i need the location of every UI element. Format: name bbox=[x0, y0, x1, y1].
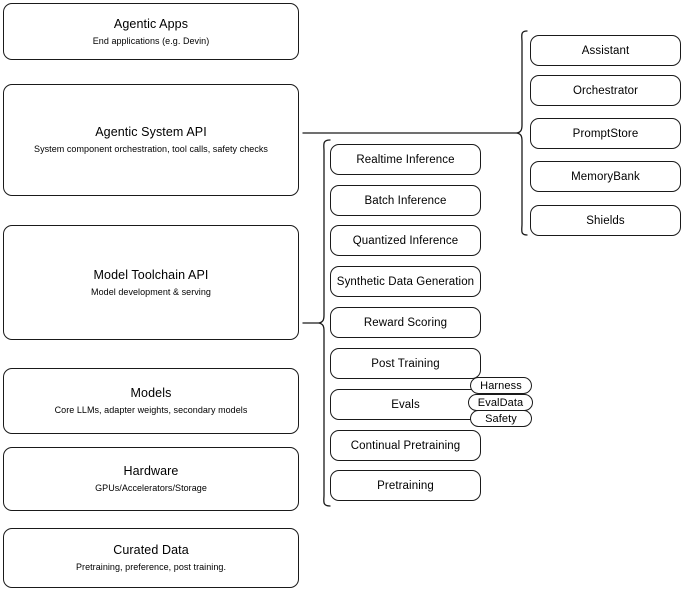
toolchain-item-pretraining[interactable]: Pretraining bbox=[330, 470, 481, 501]
evals-subcomponent-safety[interactable]: Safety bbox=[470, 410, 532, 427]
layer-title: Models bbox=[130, 386, 172, 400]
layer-title: Model Toolchain API bbox=[93, 267, 209, 282]
toolchain-item-quantized-inference[interactable]: Quantized Inference bbox=[330, 225, 481, 256]
system-item-shields[interactable]: Shields bbox=[530, 205, 681, 236]
layer-agentic-system-api[interactable]: Agentic System API System component orch… bbox=[3, 84, 299, 196]
layer-title: Hardware bbox=[123, 464, 179, 478]
toolchain-item-continual-pretraining[interactable]: Continual Pretraining bbox=[330, 430, 481, 461]
toolchain-item-reward-scoring[interactable]: Reward Scoring bbox=[330, 307, 481, 338]
system-item-orchestrator[interactable]: Orchestrator bbox=[530, 75, 681, 106]
toolchain-item-synthetic-data-generation[interactable]: Synthetic Data Generation bbox=[330, 266, 481, 297]
layer-model-toolchain-api[interactable]: Model Toolchain API Model development & … bbox=[3, 225, 299, 340]
toolchain-item-batch-inference[interactable]: Batch Inference bbox=[330, 185, 481, 216]
layer-agentic-apps[interactable]: Agentic Apps End applications (e.g. Devi… bbox=[3, 3, 299, 60]
evals-subcomponent-evaldata[interactable]: EvalData bbox=[468, 394, 533, 411]
layer-title: Curated Data bbox=[113, 543, 189, 557]
layer-subtitle: System component orchestration, tool cal… bbox=[34, 144, 268, 154]
layer-subtitle: End applications (e.g. Devin) bbox=[92, 35, 210, 46]
toolchain-item-post-training[interactable]: Post Training bbox=[330, 348, 481, 379]
system-components-brace bbox=[516, 30, 528, 236]
toolchain-item-evals[interactable]: Evals bbox=[330, 389, 481, 420]
system-item-assistant[interactable]: Assistant bbox=[530, 35, 681, 66]
toolchain-item-realtime-inference[interactable]: Realtime Inference bbox=[330, 144, 481, 175]
evals-subcomponent-harness[interactable]: Harness bbox=[470, 377, 532, 394]
layer-subtitle: GPUs/Accelerators/Storage bbox=[95, 483, 207, 493]
layer-title: Agentic System API bbox=[95, 125, 207, 139]
system-item-memorybank[interactable]: MemoryBank bbox=[530, 161, 681, 192]
layer-subtitle: Core LLMs, adapter weights, secondary mo… bbox=[54, 405, 248, 415]
system-item-promptstore[interactable]: PromptStore bbox=[530, 118, 681, 149]
layer-hardware[interactable]: Hardware GPUs/Accelerators/Storage bbox=[3, 447, 299, 511]
layer-models[interactable]: Models Core LLMs, adapter weights, secon… bbox=[3, 368, 299, 434]
layer-title: Agentic Apps bbox=[113, 16, 189, 31]
layer-subtitle: Pretraining, preference, post training. bbox=[75, 562, 227, 572]
layer-subtitle: Model development & serving bbox=[91, 286, 211, 297]
toolchain-components-brace bbox=[318, 139, 331, 507]
layer-curated-data[interactable]: Curated Data Pretraining, preference, po… bbox=[3, 528, 299, 588]
